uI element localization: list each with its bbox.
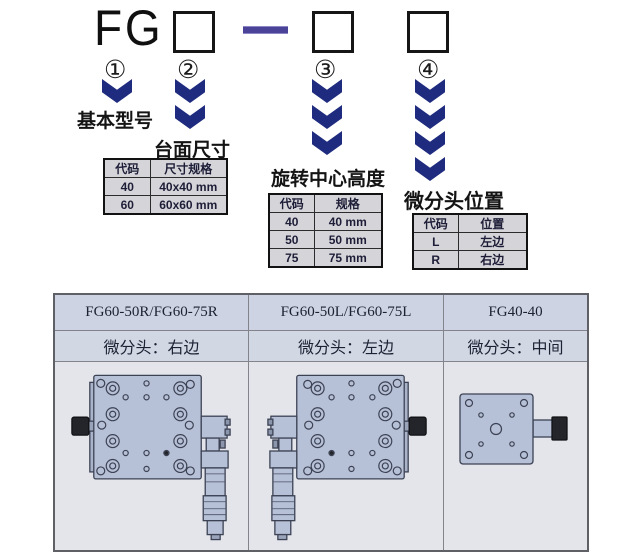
step-label-rotation-center-height: 旋转中心高度 <box>271 169 386 190</box>
table-row: 40 40 mm <box>268 212 383 231</box>
header-cell: 代码 <box>412 213 459 233</box>
header-cell: 规格 <box>313 193 383 213</box>
product-photo-cell <box>55 362 249 550</box>
code-cell: 60 <box>103 195 151 215</box>
code-placeholder-box-3 <box>407 11 449 53</box>
chevron-arrow-stack-1 <box>102 79 132 103</box>
micrometer-position-subheader: 微分头：左边 <box>249 331 444 362</box>
step-number-3: ③ <box>314 56 337 84</box>
down-chevron-icon <box>415 131 445 155</box>
spec-cell: 50 mm <box>313 230 383 249</box>
header-cell: 代码 <box>268 193 315 213</box>
product-examples-panel: FG60-50R/FG60-75R FG60-50L/FG60-75L FG40… <box>53 293 589 552</box>
step-label-basic-model: 基本型号 <box>77 111 154 132</box>
down-chevron-icon <box>415 157 445 181</box>
down-chevron-icon <box>312 105 342 129</box>
header-cell: 尺寸规格 <box>149 158 228 178</box>
table-row: 50 50 mm <box>268 230 383 249</box>
table-row: R 右边 <box>412 250 528 270</box>
table-row: 60 60x60 mm <box>103 195 228 215</box>
step-label-micrometer-position: 微分头位置 <box>404 191 504 213</box>
step-number-2: ② <box>177 56 200 84</box>
code-dash-separator <box>243 26 288 34</box>
step-label-surface-size: 台面尺寸 <box>154 140 231 161</box>
code-cell: 40 <box>268 212 315 231</box>
code-cell: L <box>412 232 459 251</box>
surface-size-table: 代码 尺寸规格 40 40x40 mm 60 60x60 mm <box>103 158 228 215</box>
rotation-center-height-table: 代码 规格 40 40 mm 50 50 mm 75 75 mm <box>268 193 383 268</box>
model-prefix: FG <box>94 0 164 56</box>
product-photo-cell <box>444 362 587 550</box>
down-chevron-icon <box>415 79 445 103</box>
product-model-header: FG60-50L/FG60-75L <box>249 295 444 331</box>
fg60-stage-micrometer-left-image <box>267 374 427 541</box>
micrometer-position-subheader: 微分头：右边 <box>55 331 249 362</box>
fg60-stage-micrometer-right-image <box>71 374 231 541</box>
table-row: 40 40x40 mm <box>103 177 228 196</box>
down-chevron-icon <box>312 131 342 155</box>
table-header-row: 代码 尺寸规格 <box>103 158 228 178</box>
spec-cell: 左边 <box>457 232 528 251</box>
chevron-arrow-stack-2 <box>175 79 205 129</box>
fg40-stage-micrometer-center-image <box>459 393 568 465</box>
code-cell: R <box>412 250 459 270</box>
code-cell: 40 <box>103 177 151 196</box>
micrometer-position-subheader: 微分头：中间 <box>444 331 587 362</box>
down-chevron-icon <box>312 79 342 103</box>
chevron-arrow-stack-4 <box>415 79 445 181</box>
down-chevron-icon <box>415 105 445 129</box>
code-placeholder-box-2 <box>312 11 354 53</box>
spec-cell: 右边 <box>457 250 528 270</box>
micrometer-position-table: 代码 位置 L 左边 R 右边 <box>412 213 528 270</box>
table-header-row: 代码 规格 <box>268 193 383 213</box>
table-header-row: 代码 位置 <box>412 213 528 233</box>
header-cell: 位置 <box>457 213 528 233</box>
product-model-header: FG40-40 <box>444 295 587 331</box>
product-photo-cell <box>249 362 444 550</box>
header-cell: 代码 <box>103 158 151 178</box>
spec-cell: 40 mm <box>313 212 383 231</box>
table-row: L 左边 <box>412 232 528 251</box>
down-chevron-icon <box>175 79 205 103</box>
step-number-1: ① <box>104 56 127 84</box>
code-placeholder-box-1 <box>173 11 215 53</box>
product-model-header: FG60-50R/FG60-75R <box>55 295 249 331</box>
spec-cell: 40x40 mm <box>149 177 228 196</box>
step-number-4: ④ <box>417 56 440 84</box>
table-row: 75 75 mm <box>268 248 383 268</box>
code-cell: 75 <box>268 248 315 268</box>
spec-cell: 75 mm <box>313 248 383 268</box>
chevron-arrow-stack-3 <box>312 79 342 155</box>
down-chevron-icon <box>175 105 205 129</box>
code-cell: 50 <box>268 230 315 249</box>
spec-cell: 60x60 mm <box>149 195 228 215</box>
down-chevron-icon <box>102 79 132 103</box>
